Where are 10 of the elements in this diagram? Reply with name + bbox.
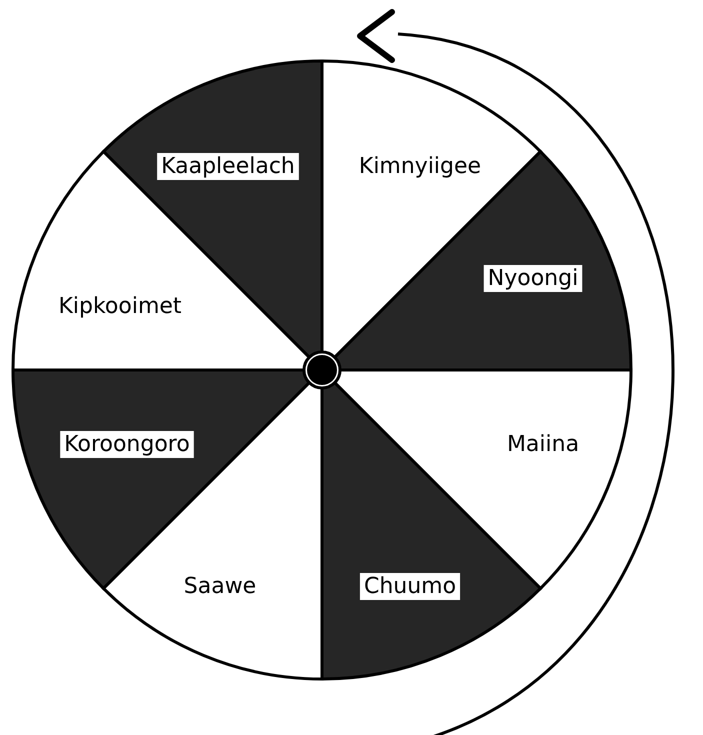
sector-label: Maiina [506,432,580,457]
sector-label: Kimnyiigee [358,154,482,179]
sector-label: Kaapleelach [161,154,295,179]
sector-label: Saawe [184,574,256,599]
wheel-sector [12,150,311,372]
sector-label: Koroongoro [64,432,190,457]
sector-label: Nyoongi [488,266,578,291]
sector-label: Chuumo [364,574,456,599]
wheel-sector [333,150,632,372]
sector-label: Kipkooimet [58,294,182,319]
